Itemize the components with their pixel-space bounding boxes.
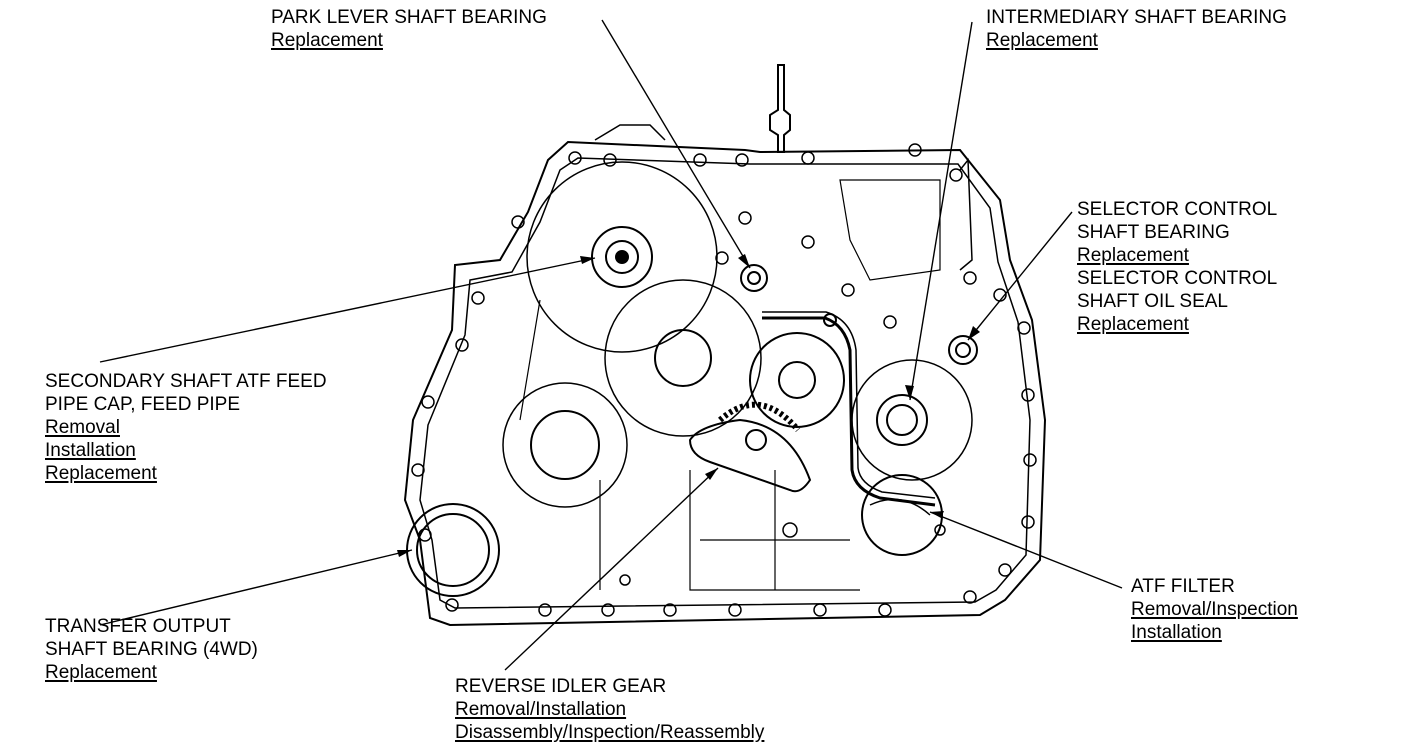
callout-reverse-title: REVERSE IDLER GEAR: [455, 676, 667, 697]
callout-atf-filter: ATF FILTER Removal/Inspection Installati…: [1131, 575, 1298, 644]
internal-ribs: [519, 179, 941, 591]
link-reverse-removal-installation[interactable]: Removal/Installation: [455, 699, 627, 720]
callout-atf-filter-title: ATF FILTER: [1131, 576, 1235, 597]
reverse-idler-plate: [688, 418, 812, 493]
link-secondary-installation[interactable]: Installation: [45, 440, 136, 461]
park-lever-bearing-inner: [747, 271, 761, 285]
callout-park-lever: PARK LEVER SHAFT BEARING Replacement: [271, 6, 547, 52]
callout-transfer-title-1: TRANSFER OUTPUT: [45, 616, 231, 637]
reverse-idler-pivot: [745, 429, 767, 451]
link-intermediary-replacement[interactable]: Replacement: [986, 30, 1098, 51]
idler-inner: [530, 410, 600, 480]
callout-selector-title-2: SHAFT BEARING: [1077, 222, 1230, 243]
bolt-holes: [411, 143, 1037, 617]
callout-secondary-title-2: PIPE CAP, FEED PIPE: [45, 394, 241, 415]
atf-filter-detail: [869, 498, 931, 516]
case-outline: [403, 140, 1047, 627]
secondary-shaft-cap: [615, 250, 629, 264]
callout-intermediary-title: INTERMEDIARY SHAFT BEARING: [986, 7, 1287, 28]
park-lever-bearing: [740, 264, 768, 292]
countershaft-housing: [749, 332, 845, 428]
top-stud: [769, 64, 791, 153]
link-selector-bearing-replacement[interactable]: Replacement: [1077, 245, 1189, 266]
link-atf-filter-installation[interactable]: Installation: [1131, 622, 1222, 643]
atf-feed-pipe: [762, 316, 936, 507]
link-reverse-disassembly[interactable]: Disassembly/Inspection/Reassembly: [455, 722, 765, 743]
leader-lines: [99, 19, 1123, 671]
pipe-fitting: [823, 313, 837, 327]
main-shaft-inner: [654, 329, 712, 387]
callout-transfer: TRANSFER OUTPUT SHAFT BEARING (4WD) Repl…: [45, 615, 258, 684]
link-secondary-replacement[interactable]: Replacement: [45, 463, 157, 484]
leader-arrowheads: [397, 254, 980, 557]
link-selector-seal-replacement[interactable]: Replacement: [1077, 314, 1189, 335]
transfer-bearing-inner: [416, 513, 490, 587]
case-inner-flange: [419, 157, 1031, 609]
intermediary-bearing: [876, 394, 928, 446]
link-transfer-replacement[interactable]: Replacement: [45, 662, 157, 683]
callout-intermediary: INTERMEDIARY SHAFT BEARING Replacement: [986, 6, 1287, 52]
callout-selector-seal-title-2: SHAFT OIL SEAL: [1077, 291, 1228, 312]
intermediary-bearing-inner: [886, 404, 918, 436]
selector-shaft-seal-inner: [955, 342, 971, 358]
intermediary-housing: [851, 359, 973, 481]
link-atf-filter-removal-inspection[interactable]: Removal/Inspection: [1131, 599, 1298, 620]
reverse-idler-gear-teeth: [718, 401, 801, 432]
callout-secondary: SECONDARY SHAFT ATF FEED PIPE CAP, FEED …: [45, 370, 327, 485]
countershaft-inner: [778, 361, 816, 399]
secondary-shaft-bearing-outer: [591, 226, 653, 288]
right-bracket: [959, 157, 973, 271]
secondary-shaft-housing: [526, 161, 718, 353]
callout-park-lever-title: PARK LEVER SHAFT BEARING: [271, 7, 547, 28]
top-bracket: [594, 124, 666, 141]
link-secondary-removal[interactable]: Removal: [45, 417, 120, 438]
callout-reverse: REVERSE IDLER GEAR Removal/Installation …: [455, 675, 764, 744]
selector-shaft-seal: [948, 335, 978, 365]
idler-housing: [502, 382, 628, 508]
callout-transfer-title-2: SHAFT BEARING (4WD): [45, 639, 258, 660]
main-shaft-housing: [604, 279, 762, 437]
callout-selector: SELECTOR CONTROL SHAFT BEARING Replaceme…: [1077, 198, 1277, 336]
callout-selector-seal-title-1: SELECTOR CONTROL: [1077, 268, 1278, 289]
callout-selector-title-1: SELECTOR CONTROL: [1077, 199, 1278, 220]
callout-secondary-title-1: SECONDARY SHAFT ATF FEED: [45, 371, 327, 392]
link-park-lever-replacement[interactable]: Replacement: [271, 30, 383, 51]
secondary-shaft-bearing-inner: [605, 240, 639, 274]
